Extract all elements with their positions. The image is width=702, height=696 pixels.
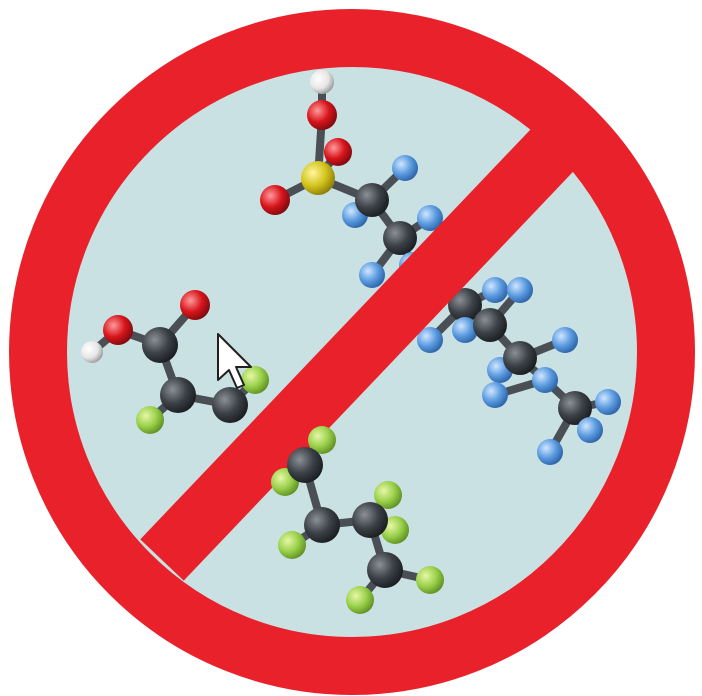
carboxylic-acid-atoms-lower (271, 426, 444, 614)
carboxylic-acid-atoms-upper (81, 290, 269, 434)
alkane-atoms (417, 277, 621, 465)
prohibition-slash (140, 121, 582, 581)
prohibition-ring (9, 9, 695, 695)
sulfonic-acid-atoms (260, 70, 443, 288)
arrow-pointer-icon (217, 333, 252, 389)
